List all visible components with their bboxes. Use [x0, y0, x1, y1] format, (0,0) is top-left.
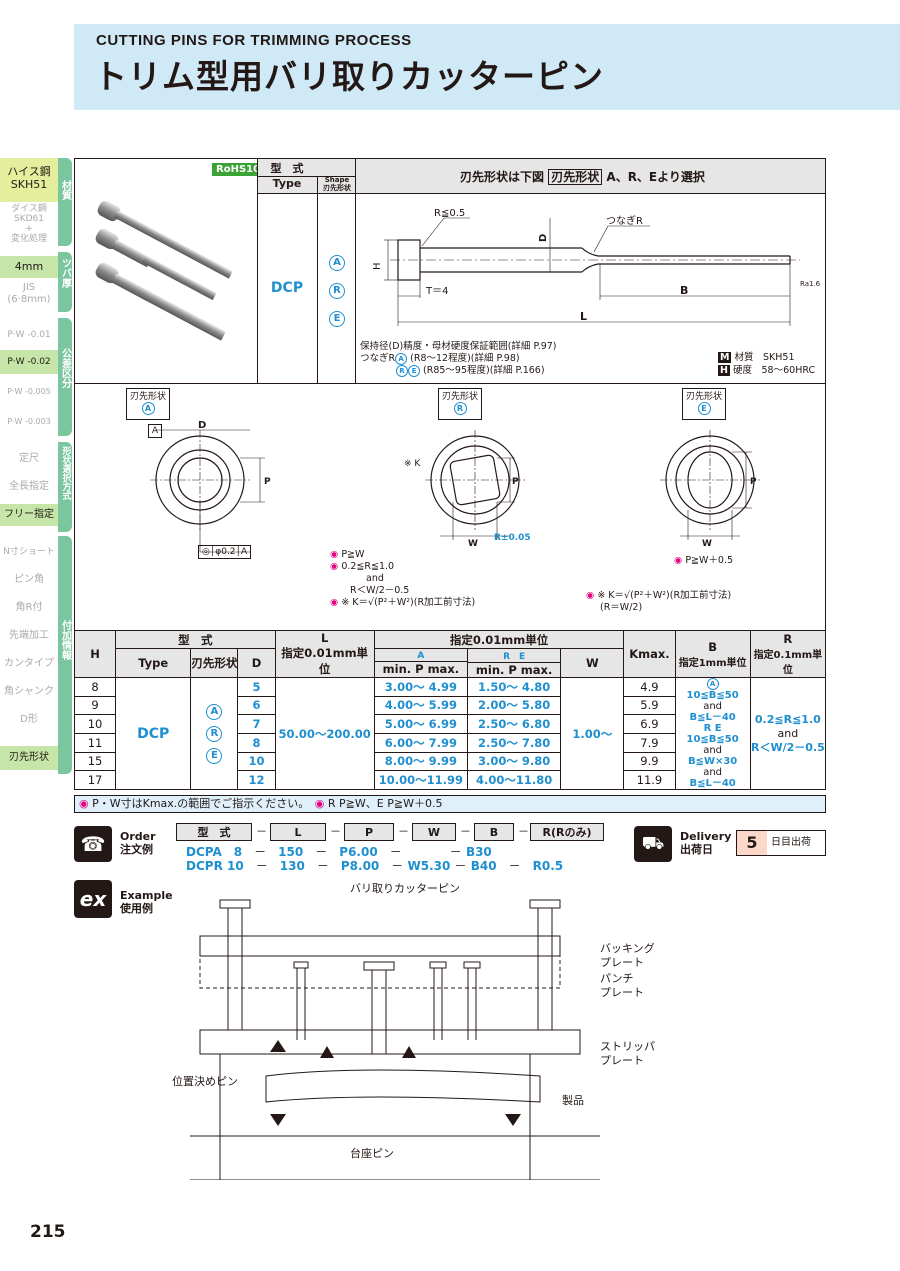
- spec-footnote: ◉ P・W寸はKmax.の範囲でご指示ください。 ◉ R P≧W、E P≧W＋0…: [74, 795, 826, 813]
- sidebar-item-tol-0003[interactable]: P·W -0.003: [7, 417, 51, 426]
- sidebar-item-tol-0005[interactable]: P·W -0.005: [7, 387, 51, 396]
- sidebar-tab-addinfo: 付加情報: [58, 536, 72, 774]
- shape-r-badge: R: [329, 278, 345, 299]
- sidebar-item-kakushank[interactable]: 角シャンク: [4, 686, 54, 697]
- type-value: DCP: [270, 280, 304, 296]
- order-head-l: L: [270, 823, 326, 841]
- dim-tsunagi: つなぎR: [606, 214, 643, 227]
- select-note: 刃先形状は下図 刃先形状 A、R、Eより選択: [460, 169, 705, 185]
- order-example: DCPA 8 － 150 － P6.00 － － B30 DCPR 10 － 1…: [186, 845, 564, 873]
- callout-base-pin: 台座ピン: [350, 1147, 394, 1160]
- sidebar-item-sentan[interactable]: 先端加工: [9, 630, 49, 641]
- phone-icon: ☎: [74, 826, 112, 862]
- dimension-drawing: R≦0.5 つなぎR D H T＝4 B L Ra1.6: [372, 208, 820, 326]
- concentricity-box: ◎│φ0.2│A: [198, 545, 252, 559]
- dim-l: L: [580, 310, 587, 323]
- r-tolerance: R±0.05: [494, 533, 531, 543]
- material-info: M 材質 SKH51 H 硬度 58～60HRC: [718, 352, 816, 376]
- sidebar-tab-material: 材質: [58, 158, 72, 246]
- dim-ra: Ra1.6: [800, 280, 820, 288]
- order-head-b: B: [474, 823, 514, 841]
- callout-cutter-pin: バリ取りカッターピン: [350, 882, 460, 895]
- svg-text:W: W: [702, 539, 712, 549]
- product-photo: [95, 200, 233, 341]
- order-head-r: R(Rのみ): [530, 823, 604, 841]
- dim-d: D: [538, 234, 549, 242]
- sidebar-tab-tolerance: 公差区分: [58, 318, 72, 436]
- shape-label: Shape 刃先形状: [323, 176, 351, 192]
- dim-b: B: [680, 284, 688, 297]
- svg-text:P: P: [512, 477, 519, 487]
- select-header: [355, 158, 826, 194]
- dim-r05: R≦0.5: [434, 208, 465, 219]
- sidebar-item-dform[interactable]: D形: [20, 714, 38, 725]
- shape-e-badge: E: [329, 306, 345, 327]
- svg-text:※ K: ※ K: [404, 459, 421, 469]
- sidebar-item-pinkaku[interactable]: ピン角: [14, 574, 44, 585]
- type-sublabel: Type: [272, 177, 302, 190]
- e-notes: ◉ P≧W＋0.5: [674, 555, 734, 566]
- sidebar-tab-select: 形状選択方式: [58, 442, 72, 532]
- rohs-badge: RoHS10: [212, 163, 265, 176]
- order-head-p: P: [344, 823, 394, 841]
- sidebar-item-tol-002[interactable]: P·W -0.02: [0, 350, 58, 374]
- sidebar-item-nshort[interactable]: N寸ショート: [3, 547, 55, 557]
- order-head-type: 型 式: [176, 823, 252, 841]
- svg-text:P: P: [264, 477, 271, 487]
- r-notes: ◉ P≧W ◉ 0.2≦R≦1.0 and R＜W/2－0.5 ◉ ※ K＝√(…: [330, 549, 476, 608]
- sidebar-item-teishaku[interactable]: 定尺: [19, 453, 39, 464]
- example-diagram: [190, 899, 600, 1180]
- sidebar-item-tol-001[interactable]: P·W -0.01: [7, 330, 51, 340]
- sidebar-item-hasaki[interactable]: 刃先形状: [0, 746, 58, 770]
- r-k-note: ◉ ※ K＝√(P²＋W²)(R加工前寸法) (R＝W/2): [586, 590, 732, 613]
- dim-h: H: [372, 262, 383, 270]
- type-label: 型 式: [270, 162, 304, 175]
- sidebar-item-jis[interactable]: JIS (6·8mm): [7, 282, 51, 305]
- sidebar-item-skh51[interactable]: ハイス鋼 SKH51: [0, 158, 58, 202]
- sidebar: ハイス鋼 SKH51 ダイス鋼 SKD61 + 変化処理 材質 4mm JIS …: [0, 158, 74, 778]
- sidebar-item-kan[interactable]: カンタイプ: [4, 658, 54, 669]
- callout-punch-plate: パンチ プレート: [600, 972, 644, 999]
- callout-locating-pin: 位置決めピン: [172, 1075, 238, 1088]
- svg-text:D: D: [198, 420, 206, 431]
- sidebar-item-kakur[interactable]: 角R付: [15, 602, 43, 613]
- title-en: CUTTING PINS FOR TRIMMING PROCESS: [96, 32, 412, 49]
- sidebar-item-skd61[interactable]: ダイス鋼 SKD61 + 変化処理: [10, 204, 47, 244]
- callout-stripper-plate: ストリッパ プレート: [600, 1040, 655, 1067]
- order-head-w: W: [412, 823, 456, 841]
- sidebar-item-free[interactable]: フリー指定: [0, 504, 58, 526]
- page-title: トリム型用バリ取りカッターピン: [94, 57, 604, 96]
- delivery-box: 5 日目出荷: [736, 830, 826, 856]
- sidebar-tab-land: ツバ厚: [58, 252, 72, 312]
- shape-diagrams: D P P W R±0.05 P W ※ K: [150, 420, 760, 553]
- page-number: 215: [30, 1222, 66, 1242]
- truck-icon: ⛟: [634, 826, 672, 862]
- svg-text:W: W: [468, 539, 478, 549]
- sidebar-item-zencho[interactable]: 全長指定: [9, 481, 49, 492]
- example-icon: ex: [74, 880, 112, 918]
- callout-product: 製品: [562, 1094, 584, 1107]
- dim-t: T＝4: [425, 286, 448, 297]
- callout-backing-plate: バッキング プレート: [600, 942, 655, 969]
- shape-a-badge: A: [329, 250, 345, 271]
- header-band: [74, 24, 900, 110]
- svg-text:P: P: [750, 477, 757, 487]
- sidebar-item-4mm[interactable]: 4mm: [0, 256, 58, 278]
- datum-a: A: [148, 424, 162, 438]
